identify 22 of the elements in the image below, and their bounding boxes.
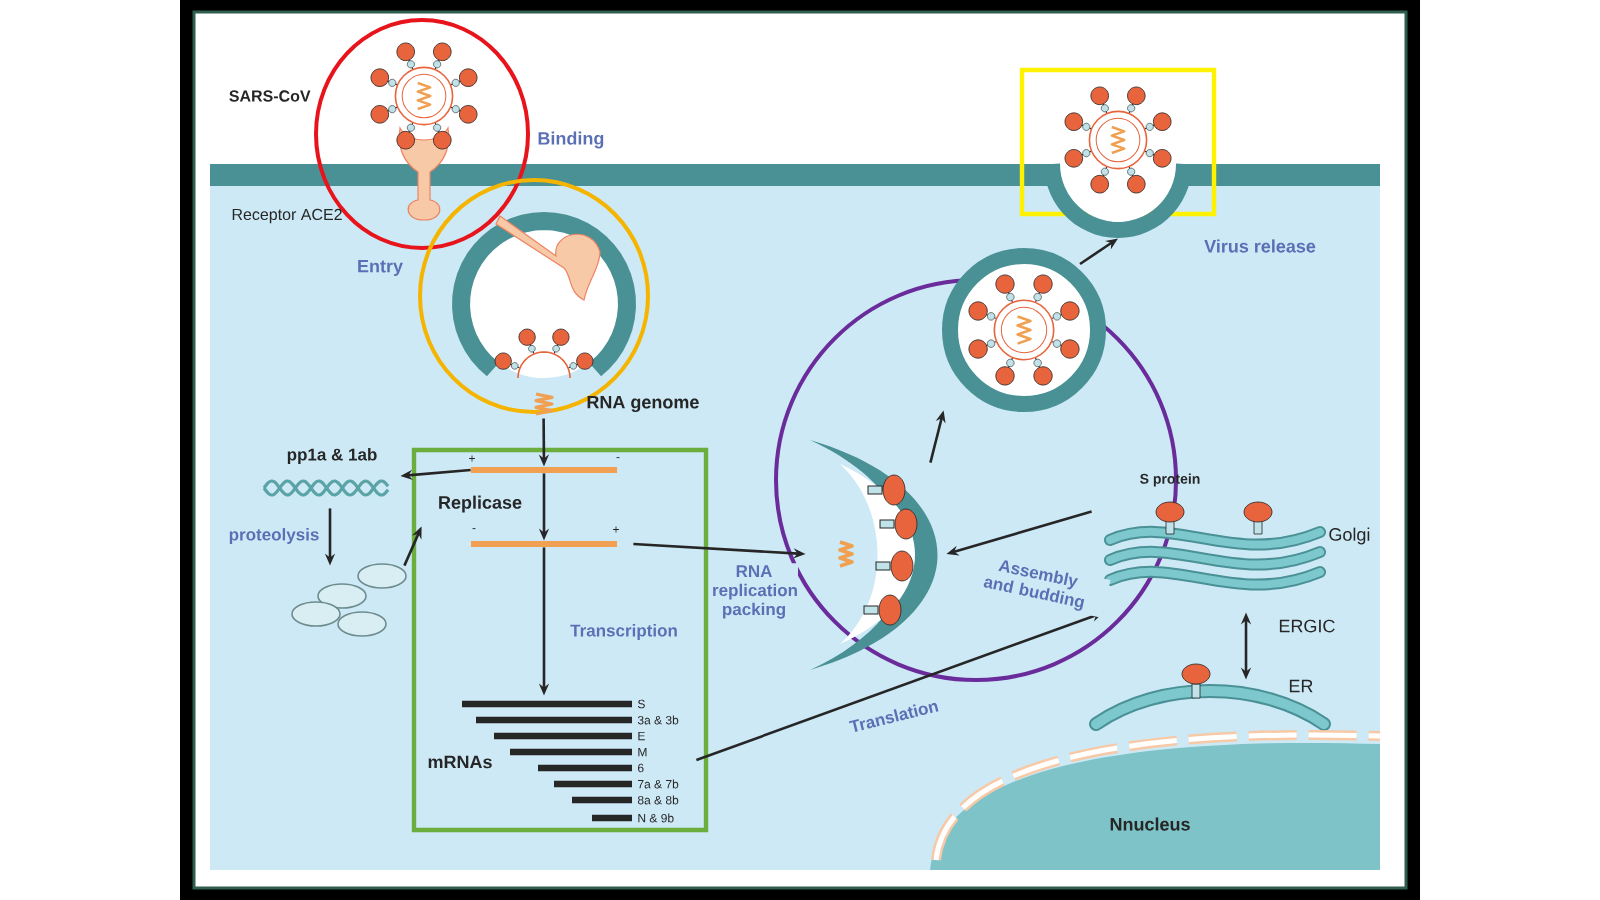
label: Binding <box>538 131 604 149</box>
label: ER <box>1289 679 1313 693</box>
label: mRNAs <box>428 755 492 769</box>
edge-label: RNA replication packing <box>710 563 798 621</box>
label: RNA genome <box>587 395 699 413</box>
rna-strand <box>471 541 617 547</box>
vesicle-drawing <box>942 248 1106 412</box>
label: Receptor ACE2 <box>232 208 342 224</box>
budding-membrane-drawing <box>810 440 938 670</box>
label: pp1a & 1ab <box>287 448 377 464</box>
label: SARS-CoV <box>229 90 311 102</box>
label: Replicase <box>439 495 522 513</box>
label: Entry <box>358 259 403 277</box>
protein-ovals-drawing <box>291 563 407 637</box>
rna-strand <box>471 467 617 473</box>
label: Golgi <box>1329 527 1370 545</box>
released-virus-drawing <box>1044 86 1192 239</box>
edge-label: Transcription <box>568 622 680 642</box>
label: Virus release <box>1204 239 1316 253</box>
highlight-box <box>411 447 709 833</box>
edge-label: proteolysis <box>226 526 322 546</box>
label: ERGIC <box>1279 619 1335 633</box>
